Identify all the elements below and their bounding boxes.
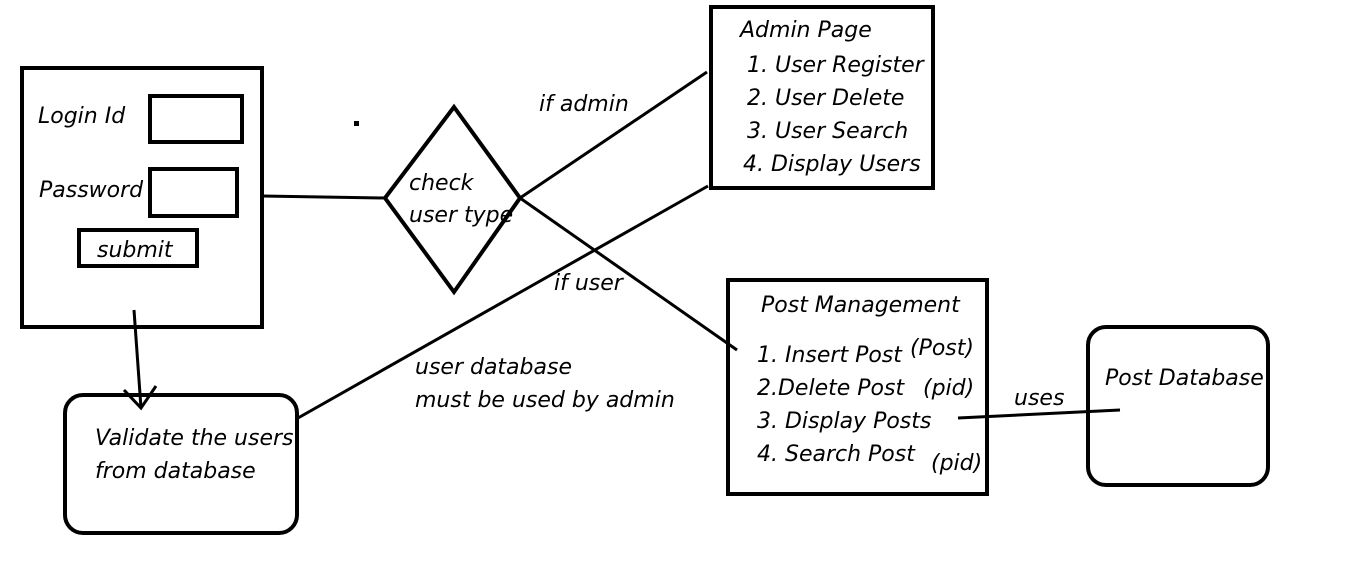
stray-dot	[354, 121, 359, 126]
password-field[interactable]	[148, 167, 239, 218]
connector-decision-to-post-management	[519, 196, 738, 352]
admin-page-title: Admin Page	[738, 18, 872, 43]
validate-users-node: Validate the users from database	[63, 393, 299, 535]
post-database-label: Post Database	[1105, 366, 1264, 391]
connector-validate-to-admin	[297, 184, 709, 420]
post-item-3: 3. Display Posts	[757, 409, 931, 434]
post-management-box	[726, 278, 989, 496]
admin-page-box	[709, 5, 935, 190]
connector-decision-to-admin	[519, 70, 708, 200]
post-database-box	[1086, 325, 1270, 487]
edge-label-uses: uses	[1014, 386, 1064, 411]
admin-item-2: 2. User Delete	[747, 86, 904, 111]
edge-label-if-user: if user	[554, 271, 625, 296]
decision-line-2: user type	[409, 203, 513, 228]
note-line-1: user database	[415, 355, 572, 380]
submit-button[interactable]	[77, 228, 199, 268]
validate-line-2: from database	[95, 459, 256, 484]
admin-item-3: 3. User Search	[747, 119, 908, 144]
admin-item-1: 1. User Register	[747, 53, 926, 78]
connector-post-management-to-database	[957, 408, 1121, 420]
post-management-title: Post Management	[761, 293, 961, 318]
login-id-label: Login Id	[38, 104, 126, 129]
post-item-4: 4. Search Post	[757, 442, 916, 467]
post-param-2: (pid)	[923, 376, 974, 401]
login-form: Login Id Password submit	[20, 66, 264, 329]
note-line-2: must be used by admin	[415, 388, 675, 413]
post-param-3: (pid)	[931, 451, 982, 476]
decision-diamond	[382, 103, 523, 296]
decision-check-user-type: check user type	[382, 103, 523, 296]
post-param-1: (Post)	[910, 336, 974, 361]
admin-item-4: 4. Display Users	[743, 152, 921, 177]
password-label: Password	[39, 178, 144, 203]
login-id-field[interactable]	[148, 94, 244, 144]
post-database-node: Post Database	[1086, 325, 1270, 487]
admin-page-node: Admin Page 1. User Register 2. User Dele…	[709, 5, 935, 190]
arrow-shaft	[132, 309, 143, 409]
post-management-node: Post Management 1. Insert Post (Post) 2.…	[726, 278, 989, 496]
validate-users-box	[63, 393, 299, 535]
post-item-2: 2.Delete Post	[757, 376, 905, 401]
decision-line-1: check	[409, 171, 475, 196]
validate-line-1: Validate the users	[95, 426, 294, 451]
submit-label: submit	[97, 238, 174, 263]
edge-label-if-admin: if admin	[539, 92, 629, 117]
connector-login-to-decision	[261, 194, 386, 200]
post-item-1: 1. Insert Post	[757, 343, 903, 368]
